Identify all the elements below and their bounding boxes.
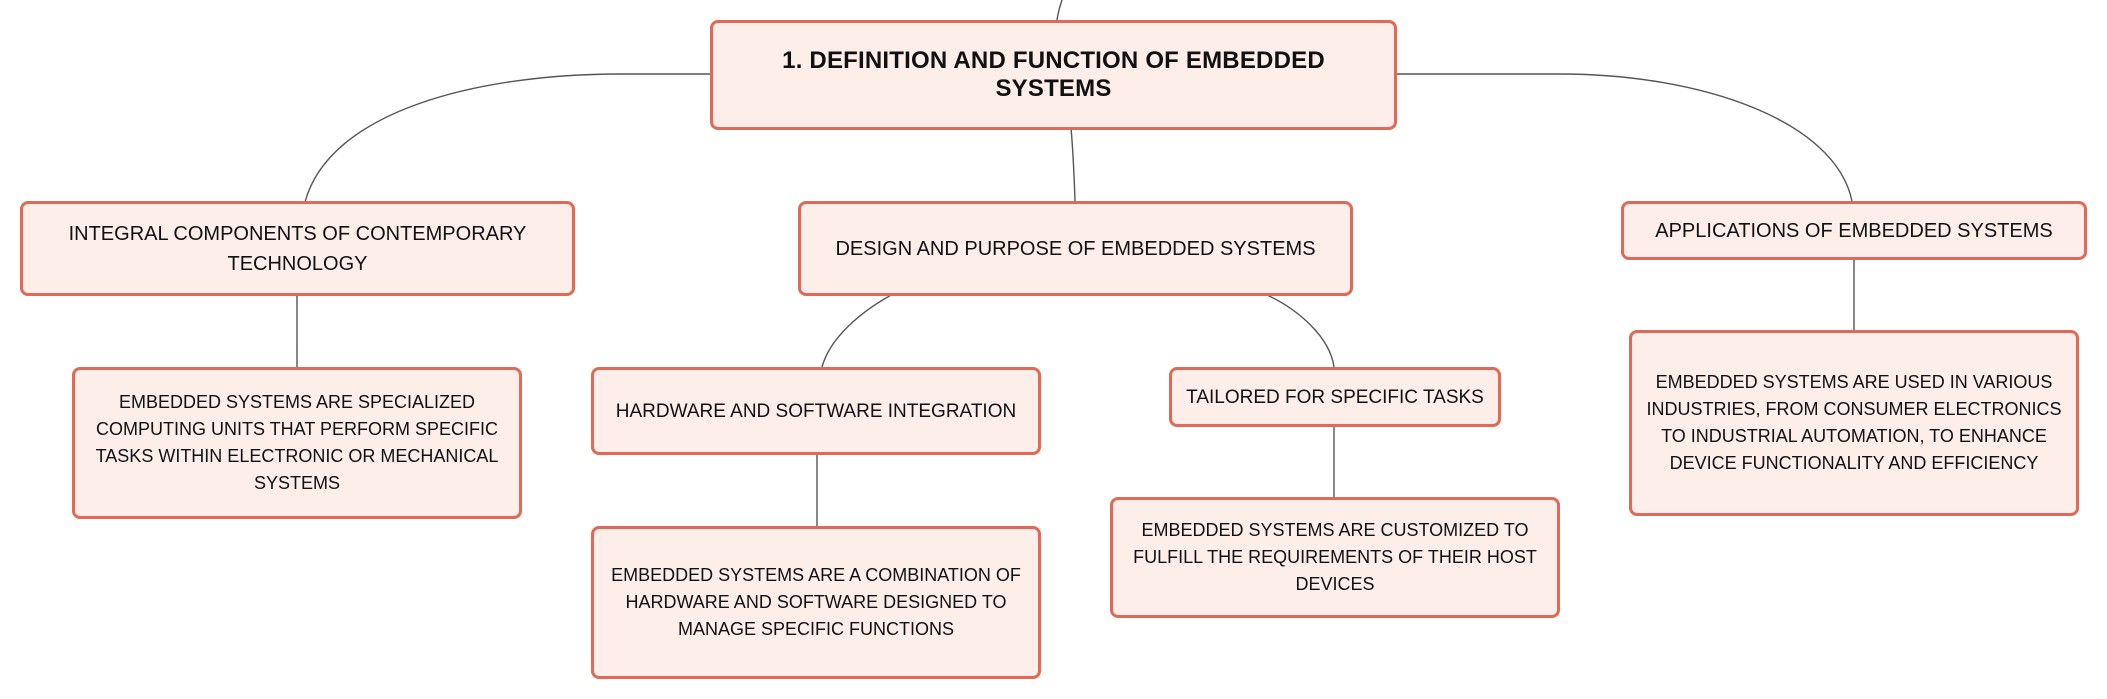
connector-root-to-applications — [1397, 73, 1853, 202]
connector-parent-to-root — [1056, 0, 1063, 21]
connector-design-to-integration — [821, 293, 894, 368]
branch-node-components-label: INTEGRAL COMPONENTS OF CONTEMPORARY TECH… — [68, 222, 527, 275]
subnode-tailored-label: TAILORED FOR SPECIFIC TASKS — [1186, 386, 1484, 408]
subnode-integration-label: HARDWARE AND SOFTWARE INTEGRATION — [615, 400, 1017, 422]
connector-design-to-tailored — [1264, 293, 1335, 368]
leaf-node-applications-detail[interactable]: EMBEDDED SYSTEMS ARE USED IN VARIOUS IND… — [1629, 330, 2079, 516]
leaf-node-tailored-detail[interactable]: EMBEDDED SYSTEMS ARE CUSTOMIZED TO FULFI… — [1110, 497, 1560, 618]
branch-node-design[interactable]: DESIGN AND PURPOSE OF EMBEDDED SYSTEMS — [798, 201, 1353, 296]
leaf-node-tailored-detail-label: EMBEDDED SYSTEMS ARE CUSTOMIZED TO FULFI… — [1133, 520, 1537, 594]
leaf-node-integration-detail[interactable]: EMBEDDED SYSTEMS ARE A COMBINATION OF HA… — [591, 526, 1041, 679]
branch-node-applications-label: APPLICATIONS OF EMBEDDED SYSTEMS — [1655, 219, 2053, 242]
branch-node-components[interactable]: INTEGRAL COMPONENTS OF CONTEMPORARY TECH… — [20, 201, 575, 296]
connector-root-to-components — [304, 73, 710, 203]
leaf-node-components-detail[interactable]: EMBEDDED SYSTEMS ARE SPECIALIZED COMPUTI… — [72, 367, 522, 519]
leaf-node-components-detail-label: EMBEDDED SYSTEMS ARE SPECIALIZED COMPUTI… — [95, 392, 499, 493]
leaf-node-applications-detail-label: EMBEDDED SYSTEMS ARE USED IN VARIOUS IND… — [1646, 372, 2062, 473]
connector-root-to-design — [1070, 127, 1076, 202]
root-node-label: 1. DEFINITION AND FUNCTION OF EMBEDDED S… — [782, 47, 1325, 102]
subnode-integration[interactable]: HARDWARE AND SOFTWARE INTEGRATION — [591, 367, 1041, 455]
root-node[interactable]: 1. DEFINITION AND FUNCTION OF EMBEDDED S… — [710, 20, 1397, 130]
subnode-tailored[interactable]: TAILORED FOR SPECIFIC TASKS — [1169, 367, 1501, 427]
branch-node-design-label: DESIGN AND PURPOSE OF EMBEDDED SYSTEMS — [835, 237, 1316, 260]
branch-node-applications[interactable]: APPLICATIONS OF EMBEDDED SYSTEMS — [1621, 201, 2087, 260]
leaf-node-integration-detail-label: EMBEDDED SYSTEMS ARE A COMBINATION OF HA… — [611, 565, 1021, 639]
